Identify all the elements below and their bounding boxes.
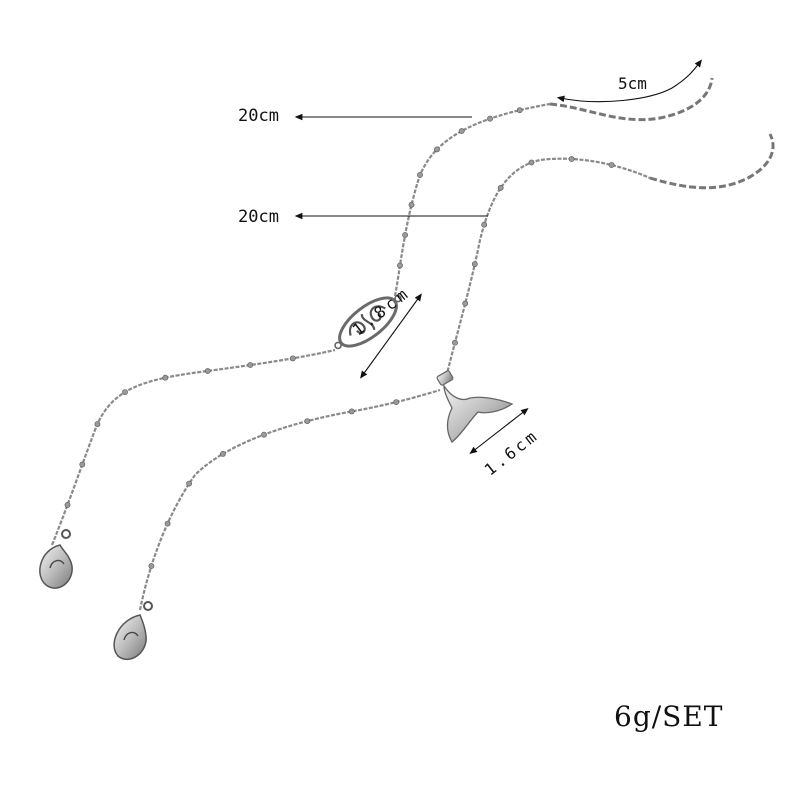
chain-bead xyxy=(304,418,311,424)
chain-bead xyxy=(471,261,478,267)
anklet-filigree xyxy=(39,77,714,589)
chain-bead xyxy=(497,184,504,191)
chain-bead xyxy=(162,374,169,381)
chain-bead xyxy=(261,431,267,438)
chain-bead xyxy=(608,162,615,168)
chain-bead xyxy=(408,201,415,208)
chain-bead xyxy=(452,339,458,346)
chain-bead xyxy=(516,107,523,114)
chain-bead xyxy=(219,450,226,457)
chain-bead xyxy=(487,115,493,122)
whale-tail-charm xyxy=(436,370,514,443)
chain-bead xyxy=(434,146,440,153)
chain-1-upper xyxy=(393,102,551,297)
chain-bead xyxy=(289,355,296,362)
length-label-1: 20cm xyxy=(238,106,279,126)
chain-bead xyxy=(148,563,155,569)
chain-bead xyxy=(79,461,86,468)
chain-bead xyxy=(94,421,101,428)
length-label-2: 20cm xyxy=(238,207,279,227)
chain-bead xyxy=(247,362,254,368)
arrow-charm-2 xyxy=(469,407,529,455)
chain-bead xyxy=(348,408,355,415)
chain-bead xyxy=(204,368,211,374)
extender-chain-1 xyxy=(549,77,714,122)
lobster-clasp-2 xyxy=(113,601,153,661)
chain-bead xyxy=(393,399,400,405)
chain-bead xyxy=(481,221,488,228)
weight-label: 6g/SET xyxy=(614,700,724,733)
chain-bead xyxy=(402,232,408,238)
chain-bead xyxy=(397,262,403,269)
chain-1 xyxy=(50,348,336,546)
chain-2-upper xyxy=(443,157,651,383)
chain-bead xyxy=(568,156,575,162)
arrow-extender xyxy=(556,59,702,103)
extender-label: 5cm xyxy=(618,74,647,93)
anklet-whale-tail xyxy=(113,133,775,661)
dimension-arrows xyxy=(294,59,702,455)
chain-bead xyxy=(164,520,171,527)
extender-chain-2 xyxy=(649,133,775,190)
chain-2 xyxy=(138,388,441,611)
chain-bead xyxy=(458,128,465,134)
chain-bead xyxy=(186,480,192,487)
chain-bead xyxy=(64,501,71,508)
chain-bead xyxy=(462,300,469,307)
chain-bead xyxy=(122,389,128,395)
lobster-clasp-1 xyxy=(39,529,73,589)
chain-bead xyxy=(528,159,535,166)
chain-bead xyxy=(417,172,423,178)
arrow-charm-1 xyxy=(360,293,422,379)
